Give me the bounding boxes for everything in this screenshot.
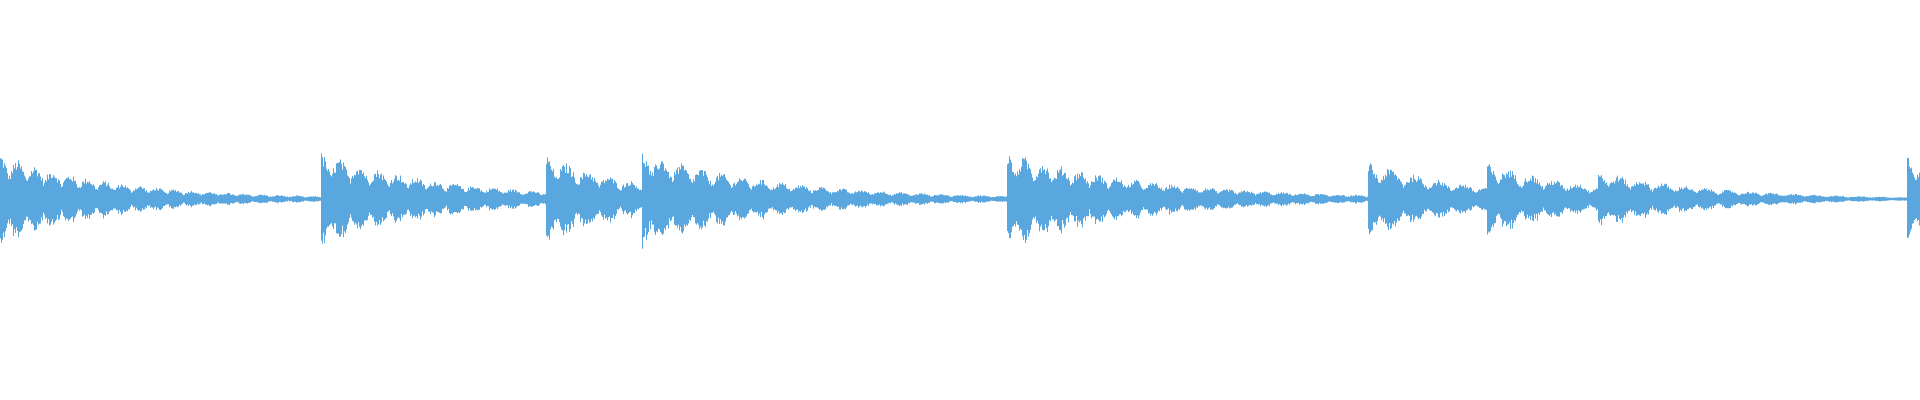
waveform-bars — [0, 153, 1920, 249]
waveform-trace — [0, 153, 1920, 249]
